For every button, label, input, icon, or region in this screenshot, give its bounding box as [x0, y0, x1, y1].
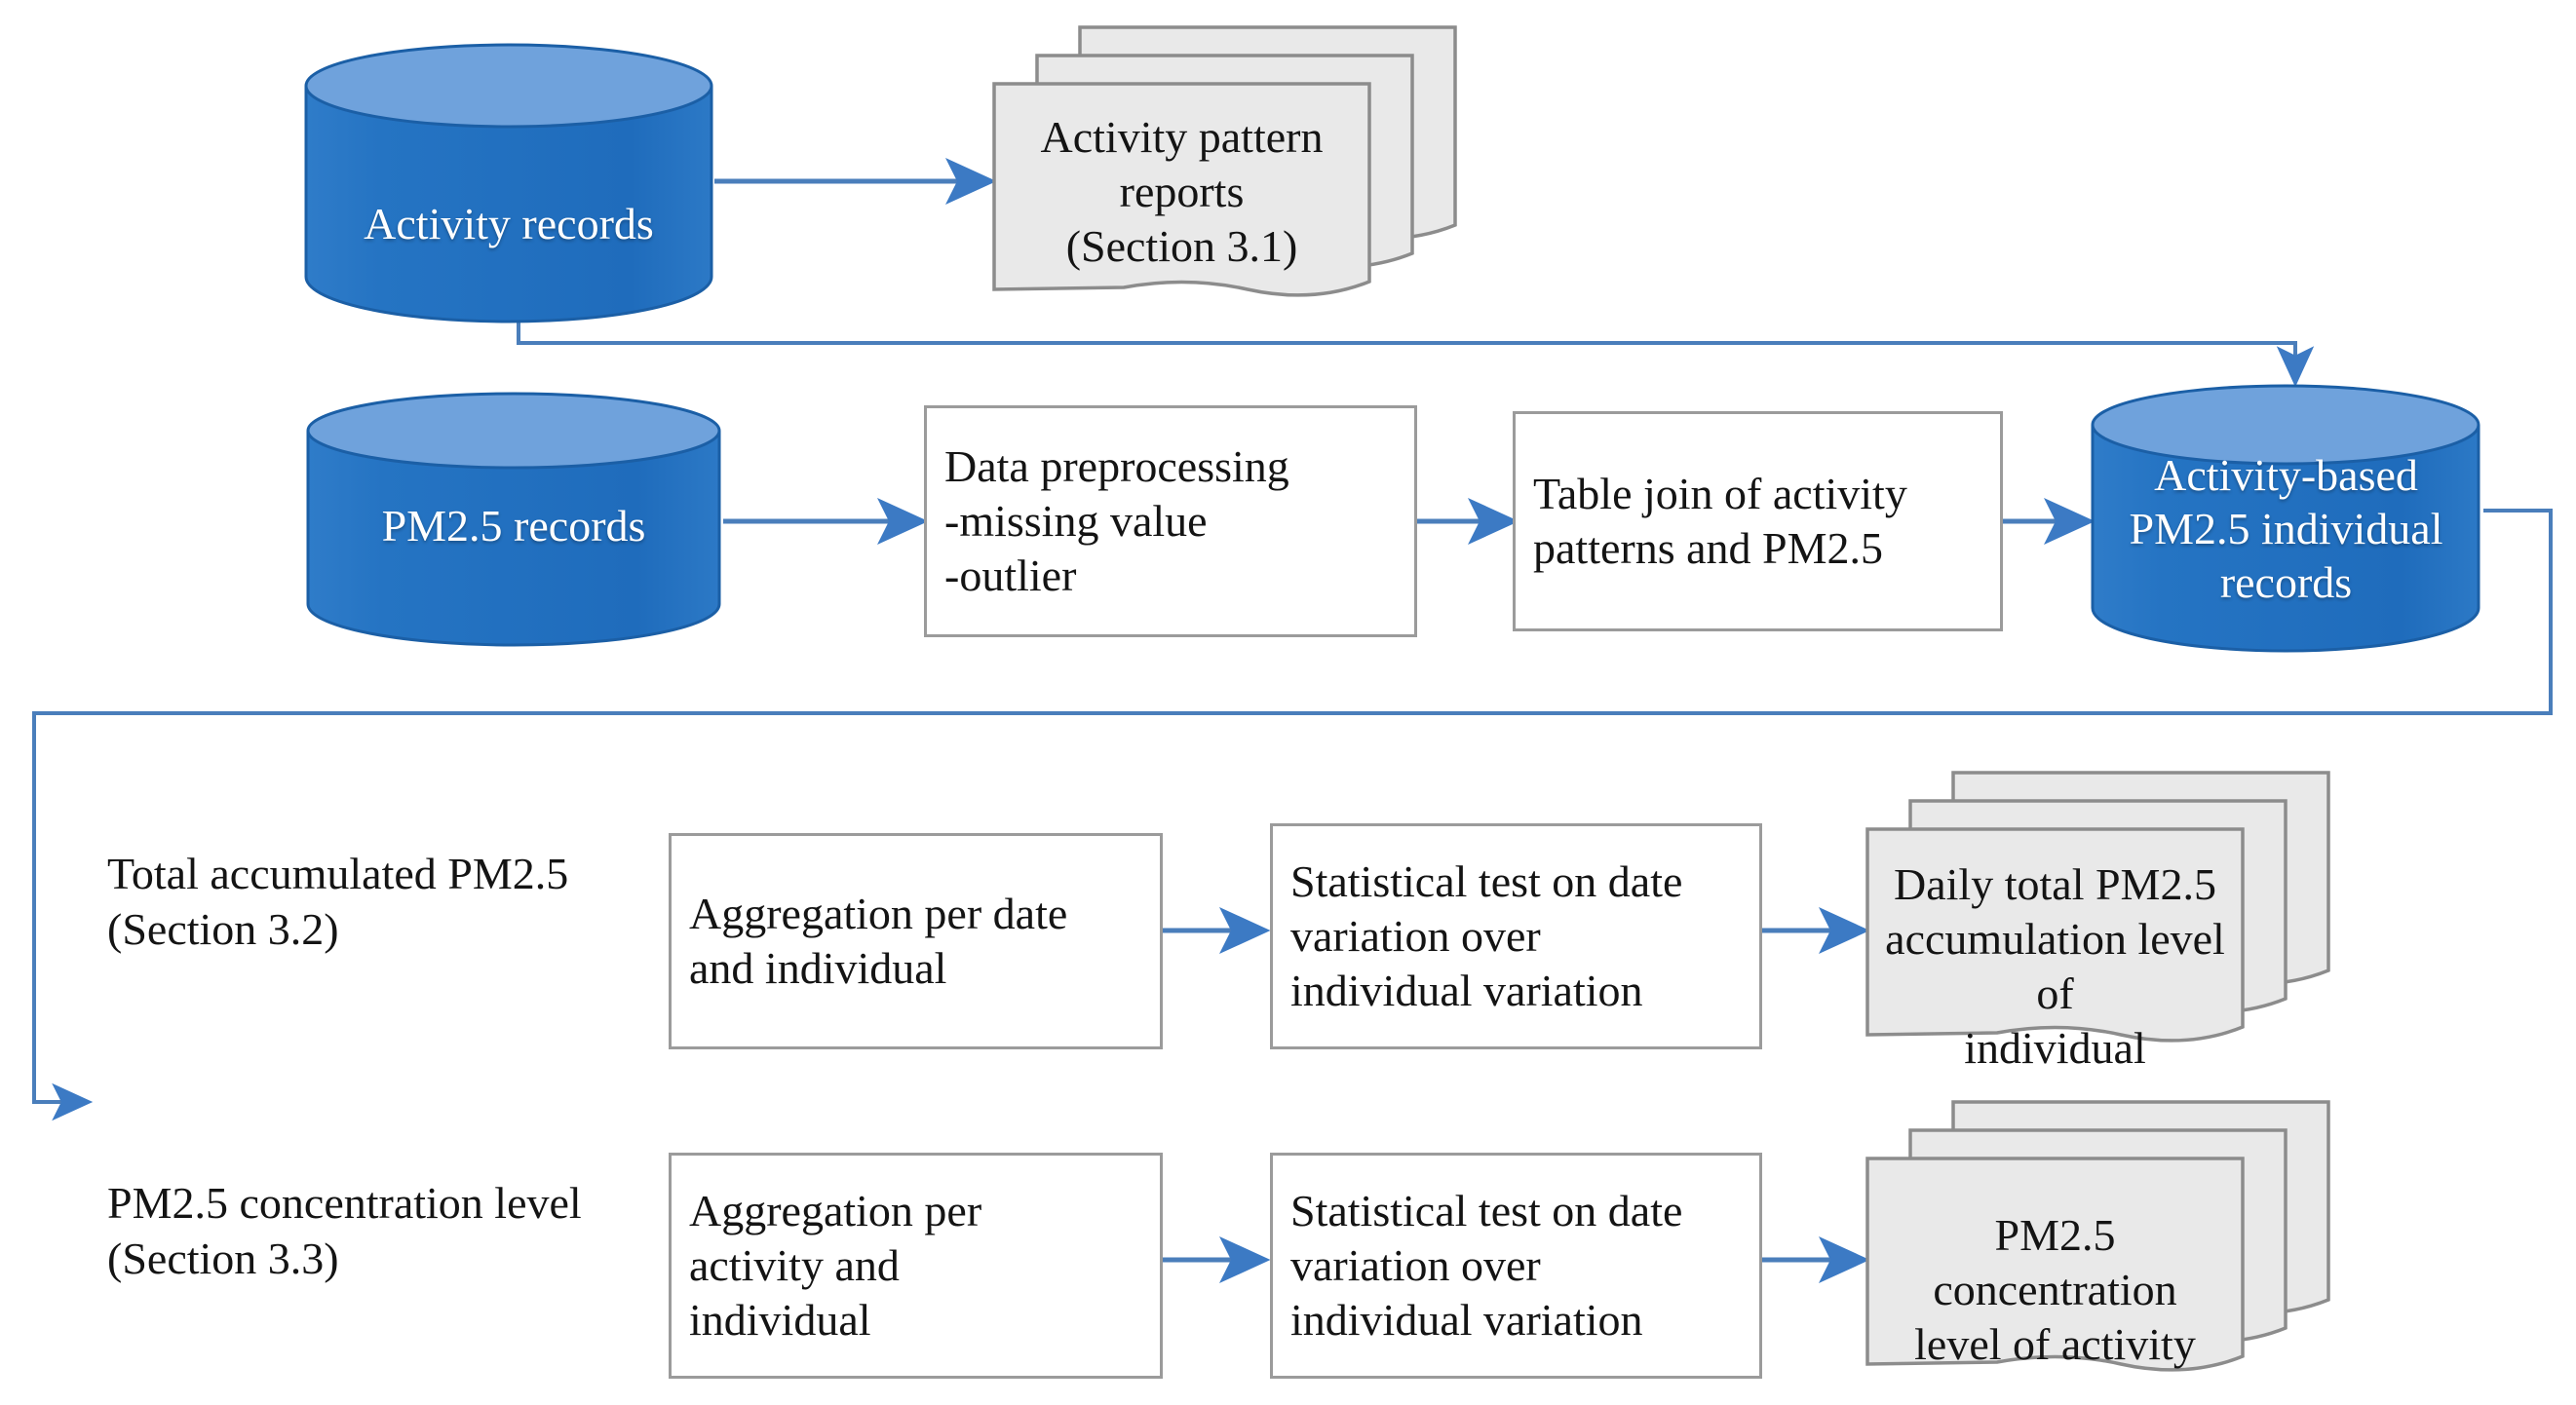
section-label-total-accumulated: Total accumulated PM2.5 (Section 3.2)	[107, 828, 653, 974]
process-table-join-label: Table join of activity patterns and PM2.…	[1533, 468, 1907, 573]
doc-sheet-front	[1865, 827, 2245, 1043]
process-data-preprocessing[interactable]: Data preprocessing -missing value -outli…	[924, 405, 1417, 637]
process-aggregation-date-individual-label: Aggregation per date and individual	[689, 888, 1068, 993]
process-statistical-test-row4[interactable]: Statistical test on date variation over …	[1270, 1153, 1762, 1379]
cylinder-activity-records[interactable]: Activity records	[302, 41, 715, 323]
edge-activity-to-abrecords	[517, 322, 2315, 388]
doc-sheet-front	[992, 82, 1371, 297]
document-concentration-output-label: PM2.5 concentration level of activity	[1914, 1210, 2196, 1370]
cylinder-pm25-records[interactable]: PM2.5 records	[304, 390, 723, 647]
cylinder-activity-based-records[interactable]: Activity-based PM2.5 individual records	[2089, 382, 2483, 655]
process-table-join[interactable]: Table join of activity patterns and PM2.…	[1513, 411, 2003, 631]
section-label-concentration: PM2.5 concentration level (Section 3.3)	[107, 1158, 673, 1304]
document-daily-total-output-label: Daily total PM2.5 accumulation level of …	[1885, 859, 2225, 1074]
cylinder-pm25-records-label: PM2.5 records	[381, 501, 646, 551]
document-activity-pattern-reports-label: Activity pattern reports (Section 3.1)	[1040, 112, 1324, 272]
cylinder-activity-based-records-label: Activity-based PM2.5 individual records	[2129, 450, 2443, 608]
section-label-concentration-text: PM2.5 concentration level (Section 3.3)	[107, 1177, 582, 1284]
document-concentration-output[interactable]: PM2.5 concentration level of activity	[1864, 1099, 2331, 1377]
process-statistical-test-row3-label: Statistical test on date variation over …	[1290, 855, 1683, 1016]
document-activity-pattern-reports[interactable]: Activity pattern reports (Section 3.1)	[990, 24, 1458, 302]
cylinder-activity-records-label: Activity records	[364, 199, 654, 248]
process-aggregation-date-individual[interactable]: Aggregation per date and individual	[669, 833, 1163, 1049]
process-aggregation-activity-individual[interactable]: Aggregation per activity and individual	[669, 1153, 1163, 1379]
process-data-preprocessing-label: Data preprocessing -missing value -outli…	[944, 440, 1289, 601]
doc-sheet-front	[1865, 1157, 2245, 1372]
process-statistical-test-row4-label: Statistical test on date variation over …	[1290, 1185, 1683, 1346]
document-daily-total-output[interactable]: Daily total PM2.5 accumulation level of …	[1864, 770, 2331, 1073]
section-label-total-accumulated-text: Total accumulated PM2.5 (Section 3.2)	[107, 848, 569, 955]
process-statistical-test-row3[interactable]: Statistical test on date variation over …	[1270, 823, 1762, 1049]
process-aggregation-activity-individual-label: Aggregation per activity and individual	[689, 1185, 982, 1346]
